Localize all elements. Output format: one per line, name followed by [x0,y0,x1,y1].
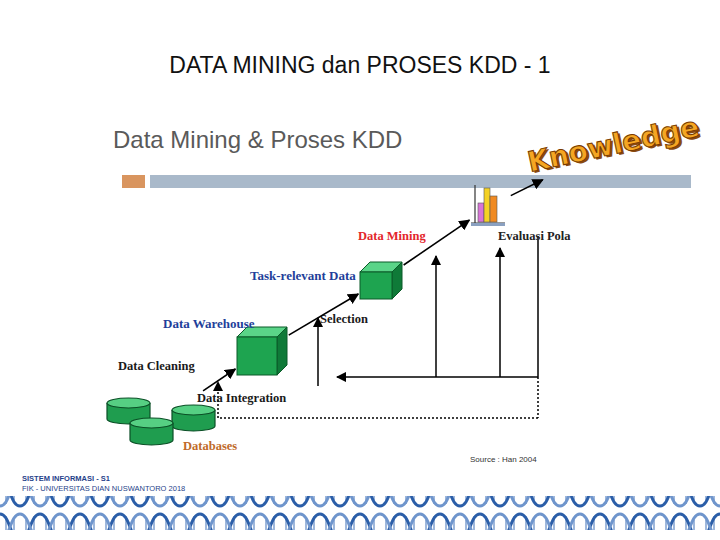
footer-text: SISTEM INFORMASI - S1 [22,474,110,483]
chart-bar [478,203,484,222]
database-cylinder [130,418,173,445]
task-relevant-data: Task-relevant Data [248,262,404,300]
knowledge-wordart: Knowledge [520,122,645,172]
node-label: Knowledge [524,110,701,179]
feedback-line [537,377,539,418]
slide-heading: Data Mining & Proses KDD [113,126,402,154]
feedback-line [499,248,501,377]
node-label: Evaluasi Pola [498,229,571,244]
node-shape [360,262,402,299]
flow-arrow [511,180,543,196]
node-label: Databases [183,439,237,454]
footer-text: FIK - UNIVERSITAS DIAN NUSWANTORO 2018 [22,484,185,493]
step-label: Selection [320,312,368,327]
chart-axis [474,185,475,225]
step-label: Data Cleaning [118,359,195,374]
cylinder-top [107,398,150,408]
chart-base [471,223,505,226]
cylinder-top [172,405,215,415]
source-note: Source : Han 2004 [470,455,537,464]
node-shape [237,327,287,375]
pattern-evaluation: Evaluasi Pola [471,185,596,247]
dna-band [0,496,720,530]
cube-side [392,262,402,299]
feedback-line [220,417,538,419]
feedback-line [337,376,538,378]
step-label: Data Mining [358,229,426,244]
cube-front [360,272,392,299]
cube-side [277,327,287,375]
node-label: Task-relevant Data [250,268,356,284]
header-accent [122,175,145,188]
chart-bar [490,196,497,222]
step-label: Data Integration [197,391,286,406]
node-shape [471,185,509,227]
feedback-line [435,256,437,377]
chart-bar [484,188,490,222]
header-bar [150,175,691,188]
feedback-line [537,236,539,377]
feedback-line [317,318,319,386]
node-label: Data Warehouse [163,316,255,332]
slide-title: DATA MINING dan PROSES KDD - 1 [0,52,720,79]
cube-front [237,337,277,375]
database-cylinder [172,405,215,431]
cylinder-top [130,418,173,428]
flow-arrow [203,369,235,391]
